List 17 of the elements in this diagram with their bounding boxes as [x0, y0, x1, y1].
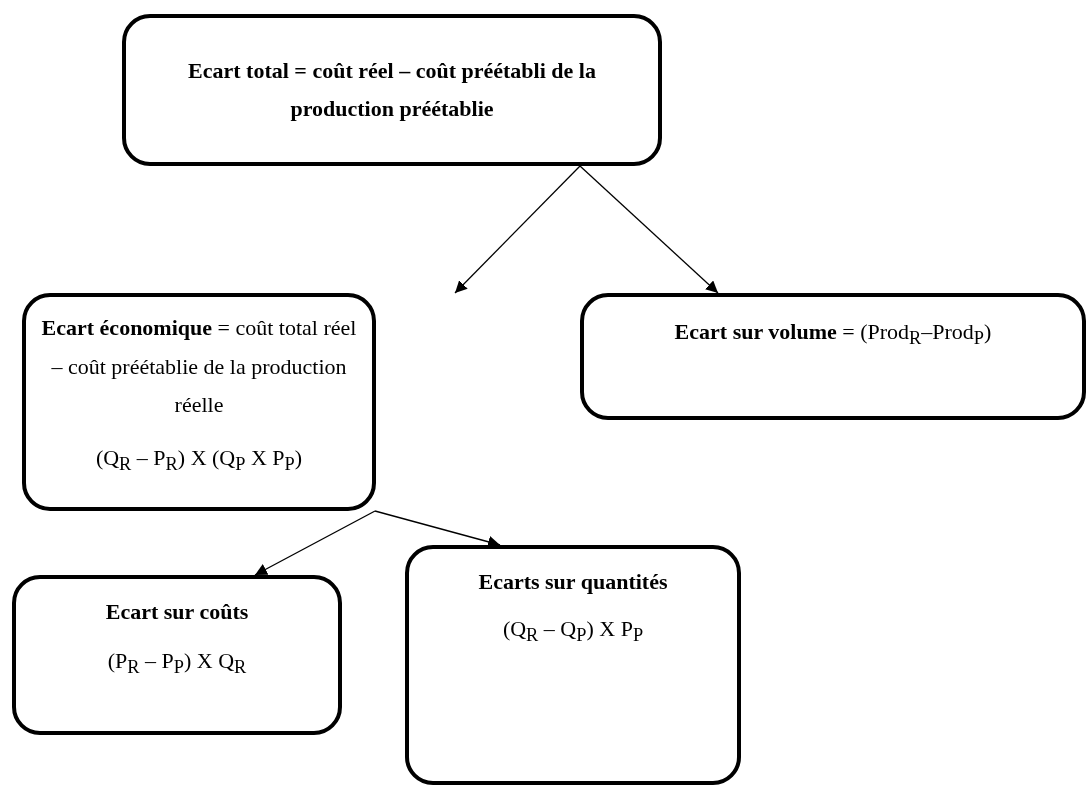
arrow [374, 510, 501, 548]
formula: (Q$_{R}$ – P$_{R}$) X (Q$_{P}$ X P$_{P}$) [95, 443, 303, 476]
rounded-box [12, 575, 342, 735]
rounded-box [580, 293, 1086, 420]
box-text: Ecarts sur quantités [478, 568, 668, 596]
arrow [579, 165, 719, 294]
rounded-box [405, 545, 741, 785]
box-text: Ecart total = coût réel – coût préétabli de la production préétablie [187, 56, 597, 123]
box-text: Ecart sur coûts [105, 598, 249, 626]
box-text: Ecart économique = coût total réel – coût préétablie de la production réelle [40, 314, 358, 419]
arrow [254, 510, 376, 576]
formula: (P$_{R}$ – P$_{P}$) X Q$_{R}$ [107, 646, 247, 679]
rounded-box [122, 14, 662, 166]
box-text: Ecart sur volume = (Prod$_{R}$–Prod$_{P}$) [674, 318, 992, 351]
arrow [454, 165, 581, 294]
formula: (Q$_{R}$ – Q$_{P}$) X P$_{P}$ [502, 614, 644, 647]
rounded-box [22, 293, 376, 511]
